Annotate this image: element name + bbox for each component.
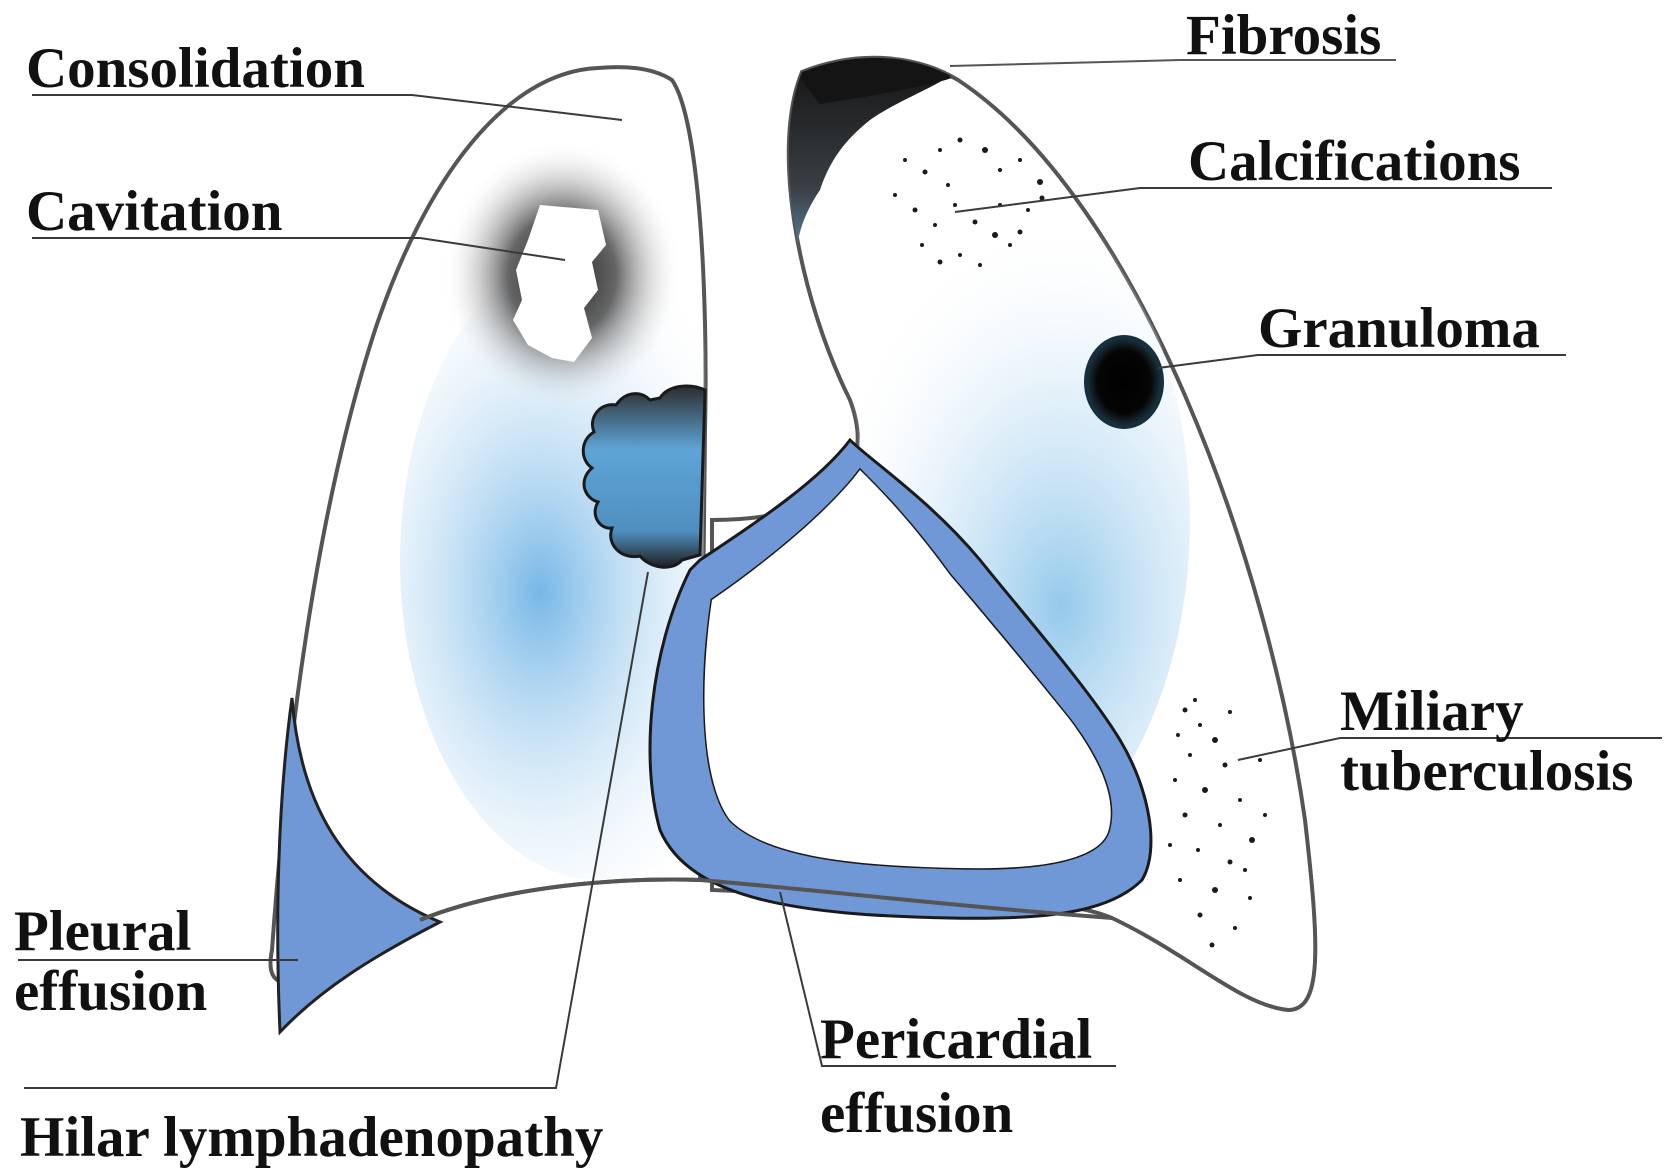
label-pericardial-line1: Pericardial [820, 1008, 1092, 1071]
label-granuloma: Granuloma [1258, 297, 1540, 360]
label-fibrosis: Fibrosis [1186, 4, 1381, 67]
label-consolidation: Consolidation [26, 37, 365, 100]
label-miliary-line2: tuberculosis [1340, 740, 1634, 803]
granuloma-nodule [1086, 337, 1162, 427]
label-cavitation: Cavitation [26, 180, 283, 243]
label-hilar: Hilar lymphadenopathy [20, 1106, 603, 1169]
label-pleural-line1: Pleural [14, 900, 191, 963]
label-pericardial-line2: effusion [820, 1082, 1013, 1145]
label-calcifications: Calcifications [1188, 130, 1520, 193]
label-pleural-line2: effusion [14, 960, 207, 1023]
label-miliary-line1: Miliary [1340, 680, 1524, 743]
